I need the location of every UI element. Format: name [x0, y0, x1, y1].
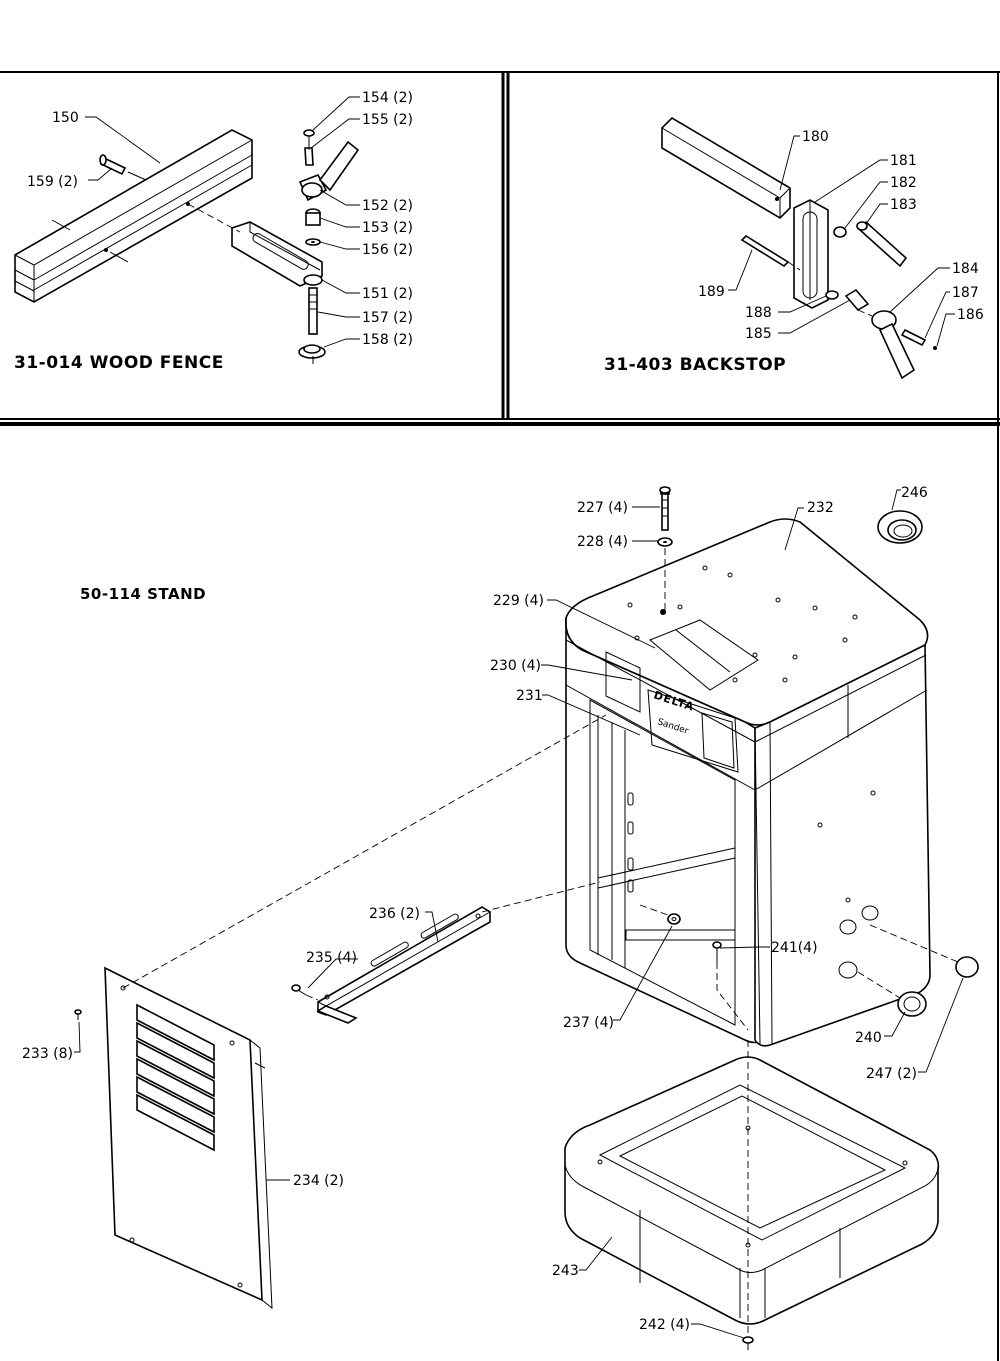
stand-leaders [74, 489, 964, 1339]
label-157: 157 (2) [362, 310, 413, 326]
wood-fence-panel: 150 159 (2) 154 (2) 155 (2) 152 (2) 153 … [14, 90, 413, 373]
label-247: 247 (2) [866, 1066, 917, 1082]
label-185: 185 [745, 326, 772, 342]
label-233: 233 (8) [22, 1046, 73, 1062]
side-panel-234 [104, 966, 273, 1310]
label-231: 231 [516, 688, 543, 704]
bolt-227 [659, 486, 671, 531]
backstop-title: 31-403 BACKSTOP [604, 355, 786, 375]
washer-228 [657, 537, 673, 547]
label-151: 151 (2) [362, 286, 413, 302]
backstop-leaders [728, 135, 955, 347]
label-234: 234 (2) [293, 1173, 344, 1189]
label-153: 153 (2) [362, 220, 413, 236]
backstop-bracket-181 [793, 199, 829, 309]
fence-bracket-151 [231, 221, 323, 287]
backstop-bar-180 [661, 116, 791, 220]
nut-237 [667, 913, 681, 925]
backstop-panel: 180 181 182 183 184 187 186 189 188 185 … [604, 116, 984, 380]
plug-247 [955, 956, 979, 978]
screw-235 [291, 984, 307, 996]
label-156: 156 (2) [362, 242, 413, 258]
label-187: 187 [952, 285, 979, 301]
label-230: 230 (4) [490, 658, 541, 674]
label-154: 154 (2) [362, 90, 413, 106]
label-159: 159 (2) [27, 174, 78, 190]
knob-assembly [298, 129, 360, 364]
screw-233 [74, 1009, 82, 1020]
cabinet-232: DELTA Sander [565, 518, 931, 1047]
label-186: 186 [957, 307, 984, 323]
label-183: 183 [890, 197, 917, 213]
label-235: 235 (4) [306, 950, 357, 966]
stand-title: 50-114 STAND [80, 585, 206, 603]
label-189: 189 [698, 284, 725, 300]
label-241: 241(4) [771, 940, 818, 956]
bushing-240 [897, 991, 927, 1017]
label-152: 152 (2) [362, 198, 413, 214]
label-237: 237 (4) [563, 1015, 614, 1031]
label-229: 229 (4) [493, 593, 544, 609]
bumper-246 [877, 510, 923, 544]
label-150: 150 [52, 110, 79, 126]
backstop-hardware [740, 220, 937, 380]
label-242: 242 (4) [639, 1317, 690, 1333]
screw-241 [712, 941, 722, 962]
screw-159 [99, 154, 127, 176]
brace-236 [316, 906, 491, 1024]
wood-fence-leaders [85, 96, 360, 348]
label-182: 182 [890, 175, 917, 191]
foot-242 [742, 1336, 754, 1350]
label-227: 227 (4) [577, 500, 628, 516]
label-184: 184 [952, 261, 979, 277]
label-188: 188 [745, 305, 772, 321]
label-246: 246 [901, 485, 928, 501]
label-240: 240 [855, 1030, 882, 1046]
label-236: 236 (2) [369, 906, 420, 922]
wood-fence-title: 31-014 WOOD FENCE [14, 353, 224, 373]
label-155: 155 (2) [362, 112, 413, 128]
base-243 [564, 1056, 940, 1325]
label-181: 181 [890, 153, 917, 169]
label-243: 243 [552, 1263, 579, 1279]
stand-section: 50-114 STAND [22, 485, 979, 1350]
label-180: 180 [802, 129, 829, 145]
label-232: 232 [807, 500, 834, 516]
wood-fence-board [14, 129, 253, 303]
label-228: 228 (4) [577, 534, 628, 550]
label-158: 158 (2) [362, 332, 413, 348]
panel-frame [0, 71, 1000, 1361]
